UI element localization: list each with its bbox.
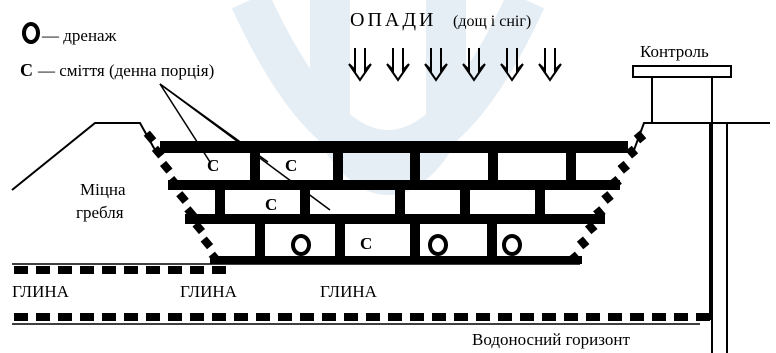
clay-dash bbox=[190, 266, 204, 274]
precipitation: ОПАДИ (дощ і сніг) bbox=[348, 9, 562, 82]
clay-dash bbox=[212, 313, 226, 321]
liner-segment bbox=[143, 130, 157, 144]
clay-label: ГЛИНА bbox=[12, 282, 70, 301]
liner-segment bbox=[151, 145, 165, 159]
clay-dash bbox=[366, 313, 380, 321]
clay-dash bbox=[36, 313, 50, 321]
clay-dash bbox=[102, 266, 116, 274]
clay-label: ГЛИНА bbox=[320, 282, 378, 301]
clay-dash bbox=[388, 313, 402, 321]
liner-segment bbox=[617, 160, 631, 174]
clay-dash bbox=[278, 313, 292, 321]
waste-cell-label: С bbox=[265, 195, 277, 214]
clay-dash bbox=[652, 313, 666, 321]
down-arrow-icon bbox=[500, 48, 524, 82]
clay-dash bbox=[432, 313, 446, 321]
clay-dash bbox=[674, 313, 688, 321]
down-arrow-icon bbox=[348, 48, 372, 82]
drains bbox=[291, 234, 522, 256]
clay-layer-top bbox=[14, 266, 226, 274]
drain-legend-label: — дренаж bbox=[41, 26, 117, 45]
clay-dash bbox=[102, 313, 116, 321]
clay-dash bbox=[564, 313, 578, 321]
clay-dash bbox=[498, 313, 512, 321]
liner-segment bbox=[159, 160, 173, 174]
clay-dash bbox=[476, 313, 490, 321]
clay-dash bbox=[542, 313, 556, 321]
clay-dash bbox=[58, 313, 72, 321]
clay-dash bbox=[454, 313, 468, 321]
down-arrow-icon bbox=[538, 48, 562, 82]
clay-dash bbox=[630, 313, 644, 321]
clay-dash bbox=[36, 266, 50, 274]
liner-segment bbox=[633, 130, 647, 144]
precipitation-arrows bbox=[348, 48, 562, 82]
waste-cell-label: С bbox=[285, 156, 297, 175]
clay-dash bbox=[80, 313, 94, 321]
clay-dash bbox=[212, 266, 226, 274]
down-arrow-icon bbox=[386, 48, 410, 82]
clay-dash bbox=[696, 313, 710, 321]
clay-dash bbox=[124, 313, 138, 321]
dam-label-line1: Міцна bbox=[80, 180, 126, 199]
control-well: Контроль bbox=[632, 42, 732, 353]
clay-dash bbox=[300, 313, 314, 321]
clay-dash bbox=[146, 266, 160, 274]
precipitation-subtitle: (дощ і сніг) bbox=[453, 13, 531, 30]
clay-dash bbox=[190, 313, 204, 321]
liner-segment bbox=[625, 145, 639, 159]
liner-segment bbox=[576, 236, 590, 250]
precipitation-title: ОПАДИ bbox=[350, 9, 436, 31]
clay-dash bbox=[80, 266, 94, 274]
liner-segment bbox=[176, 191, 189, 204]
liner-segment bbox=[200, 236, 214, 250]
clay-dash bbox=[124, 266, 138, 274]
waste-cell-label: С bbox=[360, 234, 372, 253]
clay-dash bbox=[344, 313, 358, 321]
dam: Міцна гребля bbox=[11, 122, 156, 222]
waste-cells bbox=[160, 141, 628, 264]
clay-dash bbox=[256, 313, 270, 321]
clay-dash bbox=[146, 313, 160, 321]
right-bank bbox=[633, 122, 770, 320]
waste-cell-label: С bbox=[207, 156, 219, 175]
aquifer-label: Водоносний горизонт bbox=[472, 330, 630, 349]
clay-dash bbox=[410, 313, 424, 321]
drain-icon bbox=[291, 234, 311, 256]
dam-label-line2: гребля bbox=[76, 203, 124, 222]
drain-icon bbox=[428, 234, 448, 256]
waste-legend-letter: С bbox=[20, 60, 33, 80]
clay-dash bbox=[234, 313, 248, 321]
liner-segment bbox=[584, 221, 598, 235]
clay-dash bbox=[608, 313, 622, 321]
liner-segment bbox=[601, 191, 614, 204]
clay-dash bbox=[520, 313, 534, 321]
clay-label: ГЛИНА bbox=[180, 282, 238, 301]
drain-icon bbox=[502, 234, 522, 256]
down-arrow-icon bbox=[424, 48, 448, 82]
clay-dash bbox=[168, 313, 182, 321]
clay-dash bbox=[168, 266, 182, 274]
clay-dash bbox=[586, 313, 600, 321]
clay-dash bbox=[14, 266, 28, 274]
clay-layer-bottom bbox=[14, 313, 710, 321]
clay-dash bbox=[322, 313, 336, 321]
drain-legend-icon bbox=[22, 22, 40, 44]
control-label: Контроль bbox=[640, 42, 709, 61]
clay-dash bbox=[14, 313, 28, 321]
clay-dash bbox=[58, 266, 72, 274]
waste-legend-label: — сміття (денна порція) bbox=[37, 61, 214, 80]
down-arrow-icon bbox=[462, 48, 486, 82]
liner-segment bbox=[192, 221, 206, 235]
